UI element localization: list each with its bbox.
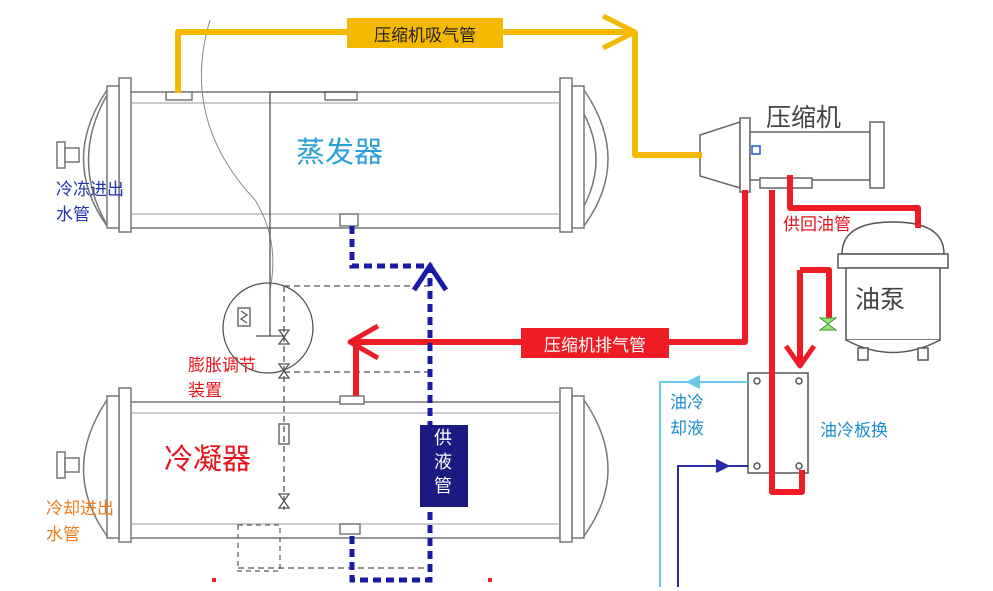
evaporator-label: 蒸发器 <box>296 135 384 169</box>
discharge-pipe-label-box <box>521 328 669 358</box>
discharge-pipe <box>347 175 921 495</box>
liquid-supply-arrow <box>411 261 449 292</box>
oil-coolant-lines <box>659 375 748 587</box>
oil-valve <box>818 317 838 331</box>
compressor-body <box>699 117 885 193</box>
chilled-water-label-2: 水管 <box>56 205 90 225</box>
oil-pump-label: 油泵 <box>855 285 906 314</box>
cooling-water-label-1: 冷却进出 <box>46 499 114 519</box>
compressor-label: 压缩机 <box>766 103 842 132</box>
cooling-water-label-2: 水管 <box>46 525 80 545</box>
suction-pipe-label-box <box>347 18 503 48</box>
oil-coolant-label-2: 却液 <box>670 419 704 439</box>
expansion-label-1: 膨胀调节 <box>188 356 256 376</box>
oil-coolant-label-1: 油冷 <box>670 393 704 413</box>
condenser-vessel <box>56 387 609 572</box>
evaporator-vessel <box>56 77 609 233</box>
bottom-marks <box>212 578 492 582</box>
liquid-supply-label-box <box>420 425 468 507</box>
liquid-supply-label-1: 供 <box>434 428 452 449</box>
oil-cooler-plate-body <box>747 372 809 474</box>
oil-cooler-plate-label: 油冷板换 <box>820 421 888 441</box>
oil-pump-body <box>837 221 949 361</box>
condenser-label: 冷凝器 <box>164 442 252 476</box>
chilled-water-label-1: 冷冻进出 <box>56 180 124 200</box>
suction-pipe-label: 压缩机吸气管 <box>374 25 476 46</box>
liquid-supply-label-2: 液 <box>434 452 452 473</box>
oil-return-pipe-label: 供回油管 <box>783 215 851 235</box>
liquid-supply-label-3: 管 <box>434 476 452 497</box>
liquid-supply-pipe <box>349 226 433 583</box>
expansion-label-2: 装置 <box>188 381 222 401</box>
discharge-pipe-label: 压缩机排气管 <box>544 335 646 356</box>
expansion-device <box>200 19 430 569</box>
